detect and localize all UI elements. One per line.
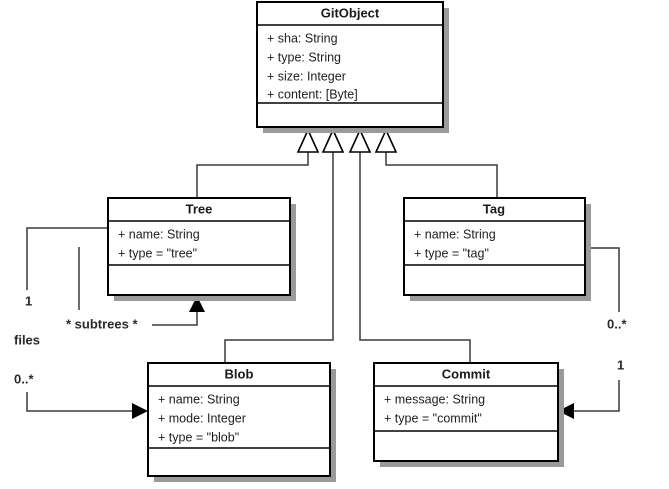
association-edge-subtrees-return: [152, 305, 198, 326]
class-box-commit[interactable]: Commit + message: String + type = "commi…: [373, 362, 559, 462]
class-box-blob-outline: [147, 362, 331, 477]
generalization-triangle-commit: [348, 128, 372, 153]
association-edge-tag-commit-bottom: [568, 380, 620, 412]
generalization-edge-tag: [385, 152, 498, 198]
association-arrow-tag-commit: [558, 403, 574, 419]
class-name-tag: Tag: [483, 201, 505, 216]
class-name-commit: Commit: [442, 366, 491, 381]
class-box-blob[interactable]: Blob + name: String + mode: Integer + ty…: [147, 362, 331, 477]
class-attribute: + type = "tree": [118, 246, 197, 260]
class-box-tag-outline: [403, 197, 586, 296]
multiplicity-tree-one: 1: [25, 293, 32, 308]
association-edge-files-bottom: [26, 392, 140, 412]
association-arrow-files: [132, 403, 148, 419]
class-box-tag[interactable]: Tag + name: String + type = "tag": [403, 197, 586, 296]
multiplicity-commit-one: 1: [617, 357, 624, 372]
class-box-tree[interactable]: Tree + name: String + type = "tree": [107, 197, 291, 296]
class-name-gitobject: GitObject: [321, 5, 380, 20]
class-box-gitobject-outline: [256, 1, 444, 128]
class-attribute: + type = "commit": [384, 411, 482, 425]
class-attribute: + name: String: [158, 392, 240, 406]
class-attribute: + type = "tag": [414, 246, 489, 260]
generalization-triangle-tree: [296, 128, 320, 153]
class-attribute: + message: String: [384, 392, 485, 406]
class-attribute: + sha: String: [267, 31, 338, 45]
class-attribute: + name: String: [118, 227, 200, 241]
generalization-triangle-blob: [321, 128, 345, 153]
role-label-subtrees: * subtrees *: [66, 316, 138, 331]
class-attribute: + size: Integer: [267, 69, 346, 83]
edges-layer: [26, 152, 620, 412]
class-name-tree: Tree: [186, 201, 213, 216]
class-attribute: + name: String: [414, 227, 496, 241]
multiplicity-blob-many: 0..*: [14, 371, 34, 386]
association-edge-tag-commit-top: [585, 247, 620, 312]
generalization-triangle-tag: [374, 128, 398, 153]
association-arrowheads: [132, 296, 574, 419]
class-box-gitobject[interactable]: GitObject + sha: String + type: String +…: [256, 1, 444, 128]
class-attribute: + type = "blob": [158, 430, 239, 444]
generalization-edge-tree: [196, 152, 309, 198]
edge-labels-layer: 1 files 0..* * subtrees * 0..* 1: [14, 293, 627, 386]
association-edge-files-top: [26, 227, 108, 290]
generalization-arrowheads: [296, 128, 398, 153]
multiplicity-tag-many: 0..*: [607, 316, 627, 331]
generalization-edge-commit: [359, 152, 471, 363]
class-box-tree-outline: [107, 197, 291, 296]
class-attribute: + mode: Integer: [158, 411, 246, 425]
association-arrow-subtrees: [189, 296, 205, 312]
class-name-blob: Blob: [225, 366, 254, 381]
role-label-files: files: [14, 332, 40, 347]
class-attribute: + content: [Byte]: [267, 87, 358, 101]
class-attribute: + type: String: [267, 50, 341, 64]
class-box-commit-outline: [373, 362, 559, 462]
generalization-edge-blob: [224, 152, 334, 363]
